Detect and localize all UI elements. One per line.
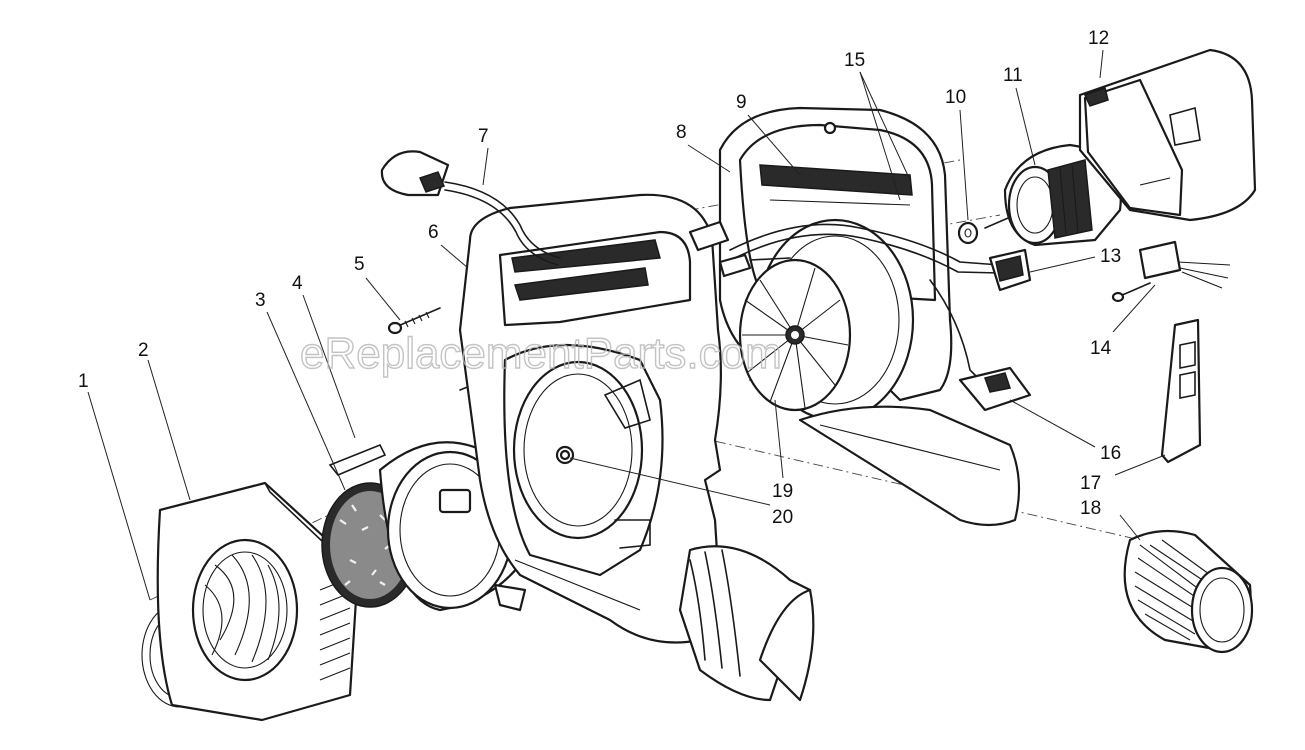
callout-11: 11 — [1003, 65, 1023, 86]
wiring-harness — [729, 223, 1001, 381]
callout-1: 1 — [78, 371, 89, 392]
leader-lines — [87, 49, 1166, 601]
callout-6: 6 — [428, 222, 439, 243]
part-19-fan-impeller — [738, 258, 852, 412]
callout-17: 17 — [1080, 473, 1101, 494]
callout-12: 12 — [1088, 28, 1109, 49]
callout-19: 19 — [772, 481, 793, 502]
part-7-power-cord — [380, 150, 561, 266]
callout-13: 13 — [1100, 246, 1121, 267]
callout-4: 4 — [292, 273, 303, 294]
callout-2: 2 — [138, 340, 149, 361]
callout-20: 20 — [772, 507, 793, 528]
callout-10: 10 — [945, 87, 966, 108]
part-16-switch-bracket — [958, 366, 1032, 412]
callout-18: 18 — [1080, 498, 1101, 519]
housing-lower-rail — [798, 405, 1021, 527]
part-6-housing-left — [458, 193, 722, 644]
housing-outlet-tube — [678, 545, 815, 702]
callout-7: 7 — [478, 126, 489, 147]
part-13-switch — [988, 248, 1032, 292]
part-12-motor-cover — [1078, 48, 1257, 222]
part-14-bracket-screw — [1111, 240, 1231, 303]
callout-8: 8 — [676, 122, 687, 143]
part-10-washer — [957, 221, 979, 245]
callout-labels: 1 2 3 4 5 6 7 8 9 10 11 12 13 14 15 16 1… — [78, 28, 1121, 528]
callout-3: 3 — [255, 290, 266, 311]
watermark-text: eReplacementParts.com — [300, 329, 782, 378]
part-20-center-screw — [559, 449, 571, 461]
callout-5: 5 — [354, 254, 365, 275]
part-18-nozzle-filter — [1123, 529, 1254, 654]
callout-9: 9 — [736, 92, 747, 113]
part-2-inlet-cover — [156, 481, 360, 722]
part-17-switch-plate — [1160, 318, 1202, 464]
callout-16: 16 — [1100, 443, 1121, 464]
callout-14: 14 — [1090, 338, 1112, 359]
callout-15: 15 — [844, 50, 865, 71]
part-11-motor — [984, 143, 1122, 247]
